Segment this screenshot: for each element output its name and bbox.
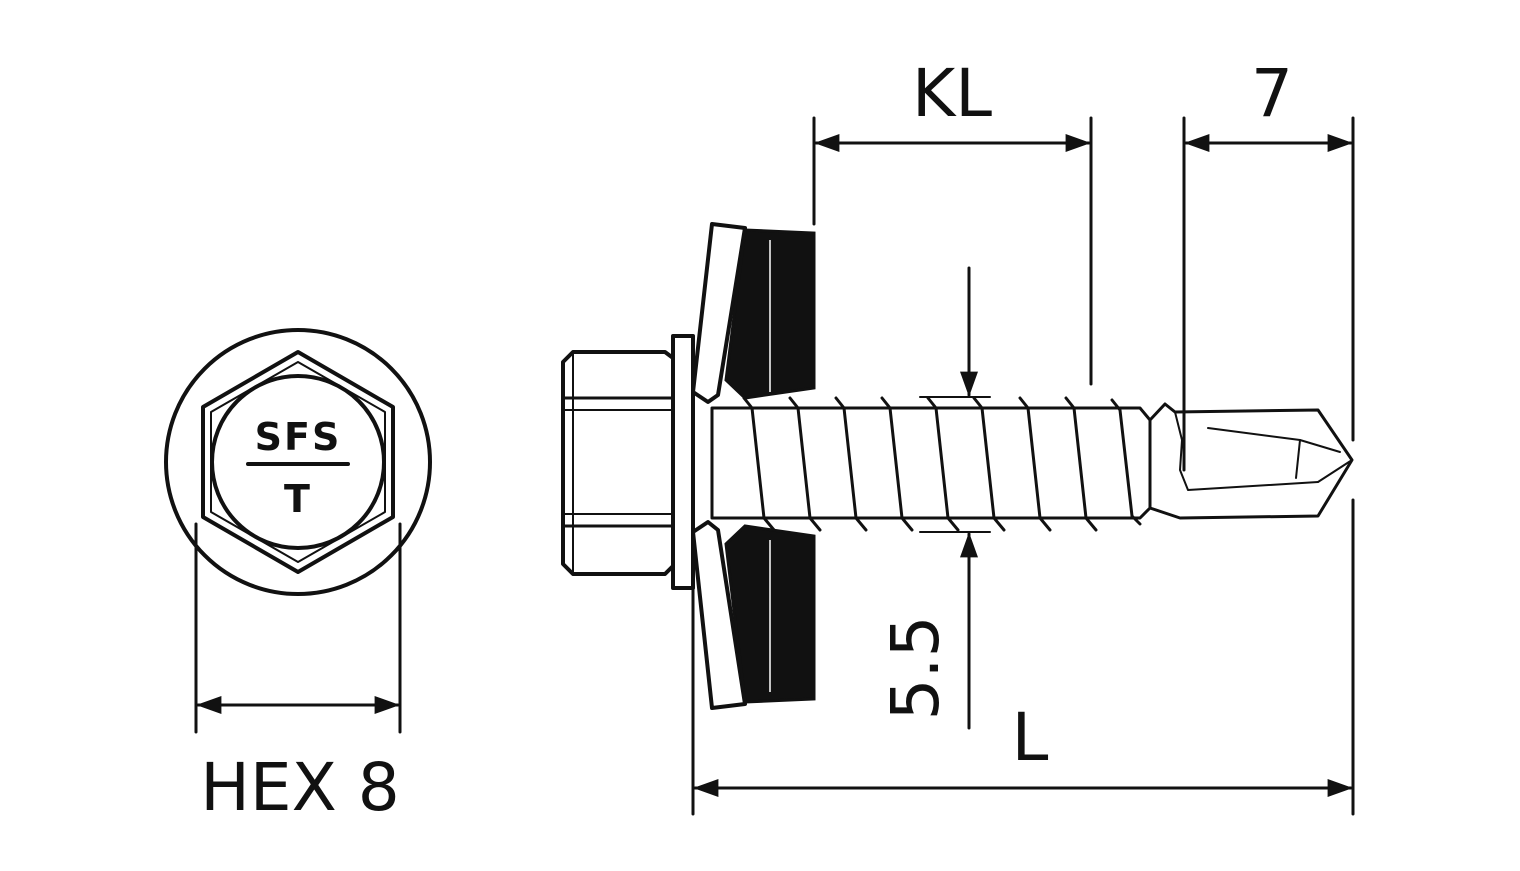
drill-flute [1174, 411, 1319, 491]
hex-chamfer [210, 361, 386, 563]
drill-tip-edge [1317, 459, 1353, 483]
diameter-dimension: 5.5 [877, 266, 991, 730]
steel-washer-lower [691, 520, 747, 710]
head-code-marking: T [284, 477, 312, 521]
drill-cutting-edge [1207, 427, 1341, 453]
thread-crests [742, 396, 1142, 532]
length-dimension: L [691, 498, 1355, 816]
tip-length-label: 7 [1251, 55, 1293, 132]
hex-outline [201, 350, 395, 574]
length-label: L [1012, 699, 1049, 776]
hex-dimension: HEX 8 [194, 522, 402, 826]
drill-land [1295, 439, 1301, 479]
steel-washer-upper [691, 222, 747, 404]
thread-roots [751, 407, 1113, 519]
kl-dimension: KL [812, 55, 1093, 386]
diameter-label: 5.5 [877, 616, 954, 721]
kl-label: KL [912, 55, 992, 132]
screw-side-view [561, 222, 1354, 710]
tip-dimension: 7 [1182, 55, 1355, 472]
head-brand-marking: SFS [255, 415, 342, 459]
hex-head-side [561, 350, 675, 576]
hex-size-label: HEX 8 [200, 749, 400, 826]
head-top-face [210, 374, 386, 550]
drill-point [1148, 402, 1354, 520]
head-flange [671, 334, 695, 590]
head-top-view: SFS T [164, 328, 432, 596]
washer-outline [164, 328, 432, 596]
